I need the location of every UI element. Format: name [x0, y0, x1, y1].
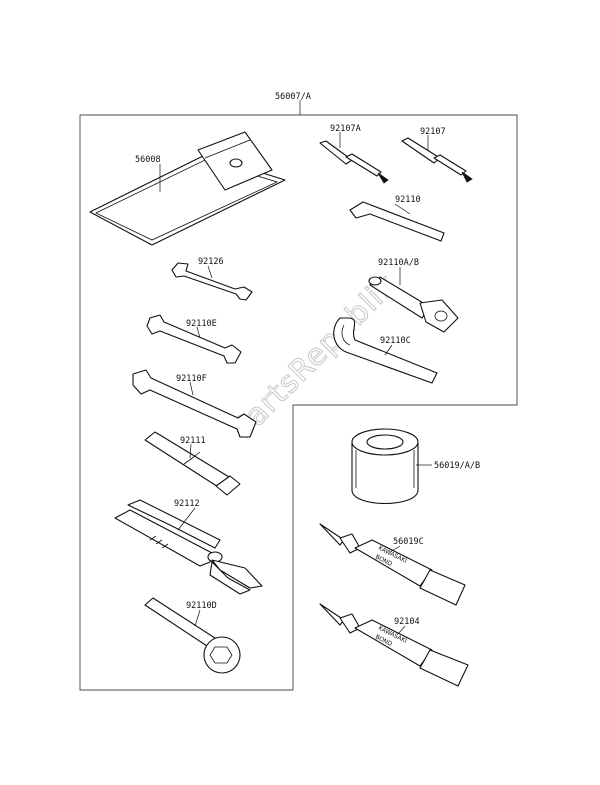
tape-roll[interactable] — [351, 428, 419, 504]
hook-wrench[interactable] — [333, 317, 438, 384]
box-wrench[interactable] — [368, 276, 459, 333]
label-92110C[interactable]: 92110C — [380, 336, 411, 346]
label-92110E[interactable]: 92110E — [186, 319, 217, 329]
label-92112[interactable]: 92112 — [174, 499, 200, 509]
label-92126[interactable]: 92126 — [198, 257, 224, 267]
ring-wrench[interactable] — [144, 597, 241, 674]
assembly-label[interactable]: 56007/A — [275, 92, 311, 102]
bond-tube-b[interactable]: KAWASAKI BOND — [319, 603, 469, 687]
label-92110D[interactable]: 92110D — [186, 601, 217, 611]
pliers[interactable] — [114, 499, 263, 595]
label-92110A-B[interactable]: 92110A/B — [378, 258, 419, 268]
open-wrench-b[interactable] — [146, 314, 242, 364]
hex-key[interactable] — [349, 201, 445, 242]
label-56008[interactable]: 56008 — [135, 155, 161, 165]
open-wrench-a[interactable] — [171, 262, 253, 301]
assembly-outline — [79, 114, 518, 691]
label-92110F[interactable]: 92110F — [176, 374, 207, 384]
label-92107[interactable]: 92107 — [420, 127, 446, 137]
label-92110[interactable]: 92110 — [395, 195, 421, 205]
label-92104[interactable]: 92104 — [394, 617, 420, 627]
handle[interactable] — [144, 431, 241, 496]
screwdriver-b[interactable] — [401, 137, 473, 183]
tool-bag[interactable] — [89, 131, 286, 246]
screwdriver-a[interactable] — [319, 140, 389, 184]
open-wrench-c[interactable] — [132, 369, 257, 438]
label-92111[interactable]: 92111 — [180, 436, 206, 446]
label-56019-A-B[interactable]: 56019/A/B — [434, 461, 480, 471]
label-56019C[interactable]: 56019C — [393, 537, 424, 547]
bond-tube-a[interactable]: KAWASAKI BOND — [319, 523, 466, 606]
label-92107A[interactable]: 92107A — [330, 124, 361, 134]
